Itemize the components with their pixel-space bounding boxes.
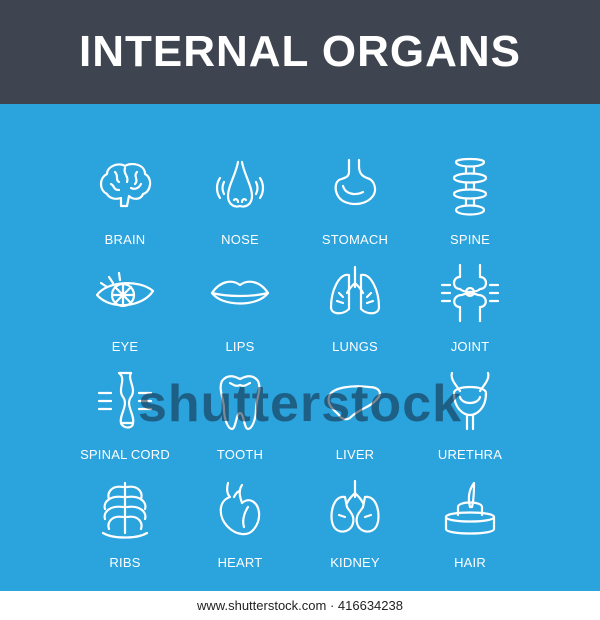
icon-label: HEART xyxy=(217,555,263,570)
icon-label: BRAIN xyxy=(104,232,146,247)
icon-label: SPINAL CORD xyxy=(80,447,170,462)
icon-label: JOINT xyxy=(450,339,490,354)
icon-cell-hair: HAIR xyxy=(400,467,540,577)
header-bar: INTERNAL ORGANS xyxy=(0,0,600,104)
brain-icon xyxy=(93,154,157,218)
icon-label: KIDNEY xyxy=(330,555,380,570)
heart-icon xyxy=(208,477,272,541)
icon-label: LIVER xyxy=(335,447,375,462)
footer-text: www.shutterstock.com · 416634238 xyxy=(197,598,403,613)
icon-cell-tooth: TOOTH xyxy=(170,359,310,469)
icon-label: STOMACH xyxy=(321,232,389,247)
page-title: INTERNAL ORGANS xyxy=(79,27,521,76)
icon-label: NOSE xyxy=(221,232,259,247)
nose-icon xyxy=(208,154,272,218)
stomach-icon xyxy=(323,154,387,218)
icon-label: LIPS xyxy=(225,339,255,354)
icon-cell-brain: BRAIN xyxy=(55,144,195,254)
kidney-icon xyxy=(323,477,387,541)
icon-cell-urethra: URETHRA xyxy=(400,359,540,469)
icon-cell-heart: HEART xyxy=(170,467,310,577)
icon-label: HAIR xyxy=(454,555,486,570)
icon-cell-stomach: STOMACH xyxy=(285,144,425,254)
icon-cell-eye: EYE xyxy=(55,251,195,361)
icon-cell-lungs: LUNGS xyxy=(285,251,425,361)
lips-icon xyxy=(208,261,272,325)
joint-icon xyxy=(438,261,502,325)
icon-cell-liver: LIVER xyxy=(285,359,425,469)
icon-cell-joint: JOINT xyxy=(400,251,540,361)
hair-icon xyxy=(438,477,502,541)
icon-cell-lips: LIPS xyxy=(170,251,310,361)
urethra-icon xyxy=(438,369,502,433)
tooth-icon xyxy=(208,369,272,433)
icon-label: SPINE xyxy=(449,232,490,247)
lungs-icon xyxy=(323,261,387,325)
eye-icon xyxy=(93,261,157,325)
icon-label: TOOTH xyxy=(216,447,264,462)
icon-cell-kidney: KIDNEY xyxy=(285,467,425,577)
liver-icon xyxy=(323,369,387,433)
spine-icon xyxy=(438,154,502,218)
icon-grid: BRAIN NOSE STOMACH xyxy=(0,104,600,591)
footer-bar: www.shutterstock.com · 416634238 xyxy=(0,591,600,620)
icon-panel: BRAIN NOSE STOMACH xyxy=(0,104,600,591)
spinal-cord-icon xyxy=(93,369,157,433)
icon-label: URETHRA xyxy=(437,447,503,462)
icon-cell-ribs: RIBS xyxy=(55,467,195,577)
icon-label: EYE xyxy=(111,339,139,354)
icon-label: RIBS xyxy=(109,555,141,570)
icon-cell-spinal-cord: SPINAL CORD xyxy=(55,359,195,469)
ribs-icon xyxy=(93,477,157,541)
icon-cell-nose: NOSE xyxy=(170,144,310,254)
icon-cell-spine: SPINE xyxy=(400,144,540,254)
icon-label: LUNGS xyxy=(332,339,378,354)
